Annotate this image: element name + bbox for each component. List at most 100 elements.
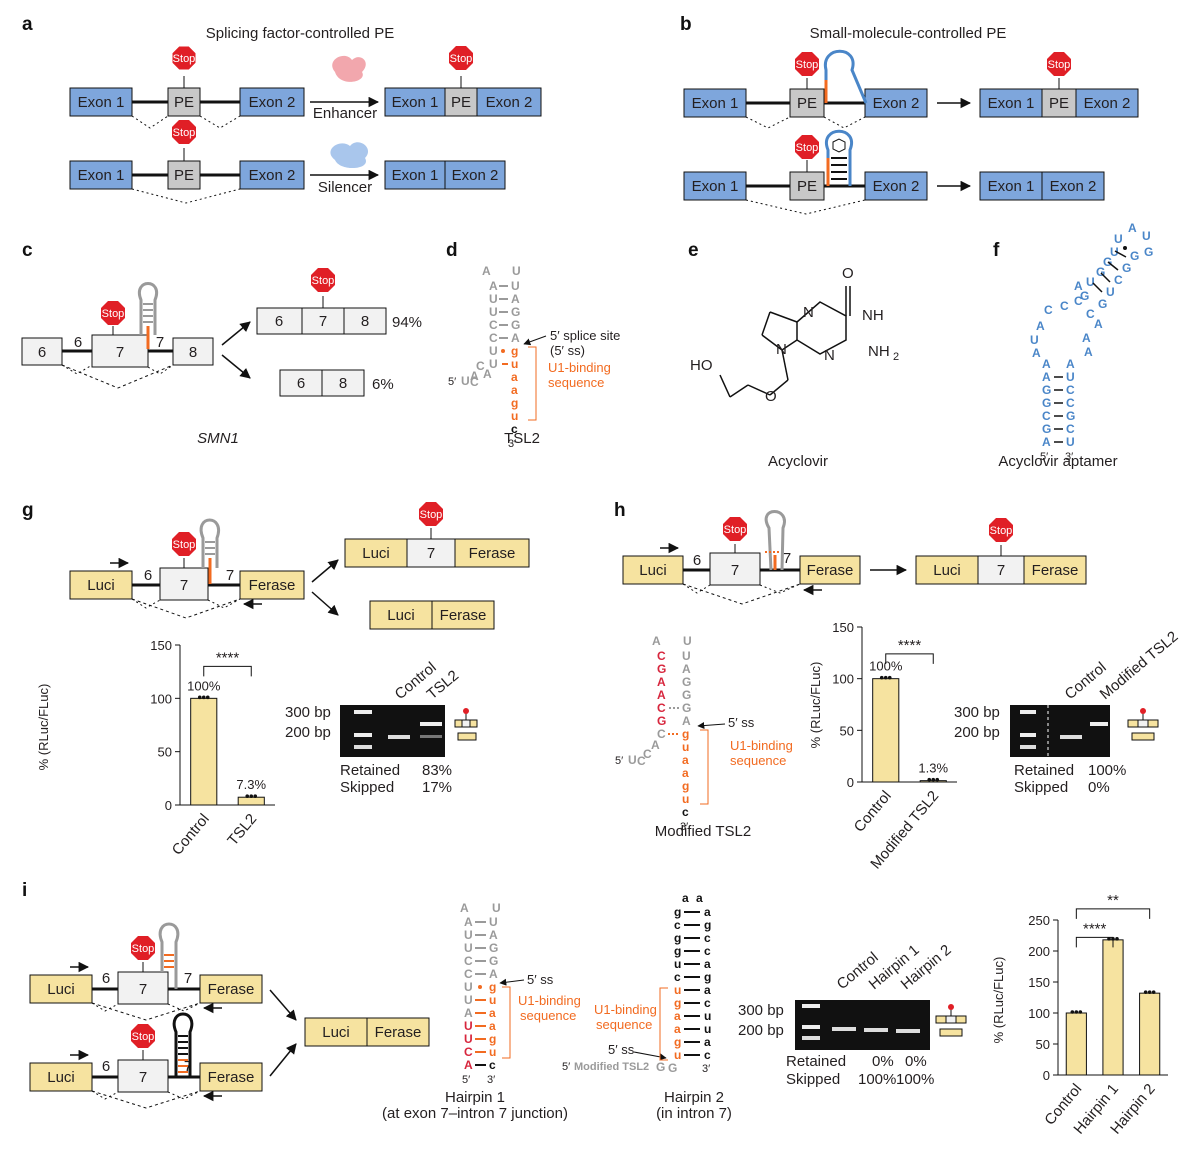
svg-text:G: G [656,1060,665,1074]
data-point [927,777,932,782]
svg-text:c: c [682,805,689,819]
data-point [249,794,254,799]
pe-label: PE [174,167,194,184]
intron6-label: 6 [102,1058,110,1075]
svg-text:g: g [674,905,681,919]
data-point [205,695,210,700]
stop-label: Stop [796,59,819,71]
five-prime-end: 5′ [448,376,456,388]
y-tick-label: 0 [847,775,854,790]
svg-text:A: A [1128,221,1137,235]
exon1-label: Exon 1 [392,94,439,111]
pe-label: PE [174,94,194,111]
u1-binding-label-2: sequence [520,1008,576,1023]
svg-text:U: U [489,344,498,358]
svg-text:u: u [682,740,689,754]
svg-text:g: g [674,944,681,958]
x-category-label: Control [169,811,213,859]
u1-binding-label-2: sequence [596,1017,652,1032]
panel-c: c 6 6 7 7 8 Stop 6 7 8 94% Stop 6 8 6% [21,240,422,447]
svg-text:c: c [704,1048,711,1062]
svg-text:C: C [1066,422,1075,436]
exon2-label: Exon 2 [873,178,920,195]
svg-text:c: c [511,422,518,436]
stop-sign-icon [419,502,443,526]
svg-text:G: G [489,941,498,955]
splice-site-label: 5′ splice site [550,328,620,343]
y-tick-label: 150 [150,638,172,653]
svg-text:A: A [651,738,660,752]
bp-200-label: 200 bp [954,724,1000,741]
svg-text:g: g [674,931,681,945]
svg-text:C: C [1066,396,1075,410]
x-category-label: TSL2 [224,811,260,849]
svg-text:a: a [489,1019,496,1033]
data-point [1074,1010,1079,1014]
significance-bracket [885,653,934,664]
svg-text:a: a [704,957,711,971]
svg-text:A: A [657,675,666,689]
bp-300-label: 300 bp [738,1002,784,1019]
luci-label: Luci [933,562,961,579]
hairpin2-location: (in intron 7) [656,1105,732,1122]
stop-sign-icon [1047,52,1071,76]
intron6-label: 6 [693,552,701,569]
silencer-protein-icon [330,142,369,169]
svg-text:A: A [483,367,492,381]
hairpin1-location: (at exon 7–intron 7 junction) [382,1105,568,1122]
enhancer-label: Enhancer [313,105,377,122]
svg-text:c: c [704,931,711,945]
stop-sign-icon [172,532,196,556]
svg-text:u: u [674,957,681,971]
u1-binding-label-2: sequence [730,753,786,768]
exon6-label: 6 [38,344,46,361]
retained-value: 100% [1088,762,1126,779]
y-tick-label: 150 [1028,975,1050,990]
bar-control [1065,1012,1087,1076]
three-prime-end: 3′ [487,1074,495,1086]
svg-text:U: U [1114,232,1123,246]
exon7-label: 7 [731,562,739,579]
stop-label: Stop [102,308,125,320]
ferase-label: Ferase [208,1069,255,1086]
luci-label: Luci [639,562,667,579]
stop-label: Stop [173,127,196,139]
exon8-label: 8 [189,344,197,361]
stop-label: Stop [132,1031,155,1043]
exon7-label: 7 [180,577,188,594]
svg-text:c: c [704,944,711,958]
pe-label: PE [797,95,817,112]
svg-text:G: G [668,1061,677,1075]
stop-label: Stop [312,275,335,287]
svg-text:U: U [683,634,692,648]
luci-label: Luci [387,607,415,624]
bar-hairpin-2 [1139,992,1161,1076]
panel-label-c: c [22,240,33,261]
tsl2-hairpin-icon [199,518,221,568]
svg-text:U: U [1110,245,1119,259]
three-prime-end: 3′ [702,1063,710,1075]
ferase-label: Ferase [208,981,255,998]
intron7-label: 7 [226,567,234,584]
svg-text:G: G [511,305,520,319]
y-tick-label: 0 [1043,1068,1050,1083]
svg-text:U: U [1086,275,1095,289]
svg-text:C: C [657,649,666,663]
svg-text:G: G [489,954,498,968]
svg-text:A: A [682,714,691,728]
stop-label: Stop [132,943,155,955]
data-point [1107,937,1111,941]
panel-a: a Splicing factor-controlled PE Exon 1 P… [22,14,542,204]
panel-g: g Luci 6 7 7 Ferase Stop Luci 7 Ferase S… [22,500,530,859]
pe-label: PE [451,94,471,111]
exon7-label: 7 [139,1069,147,1086]
three-prime-end: 3′ [508,438,516,450]
svg-text:g: g [489,980,496,994]
svg-text:g: g [674,996,681,1010]
bp-200-label: 200 bp [738,1022,784,1039]
y-tick-label: 150 [832,620,854,635]
skipped-value: 0% [1088,779,1110,796]
atom-subscript: 2 [893,351,899,363]
svg-text:C: C [489,331,498,345]
